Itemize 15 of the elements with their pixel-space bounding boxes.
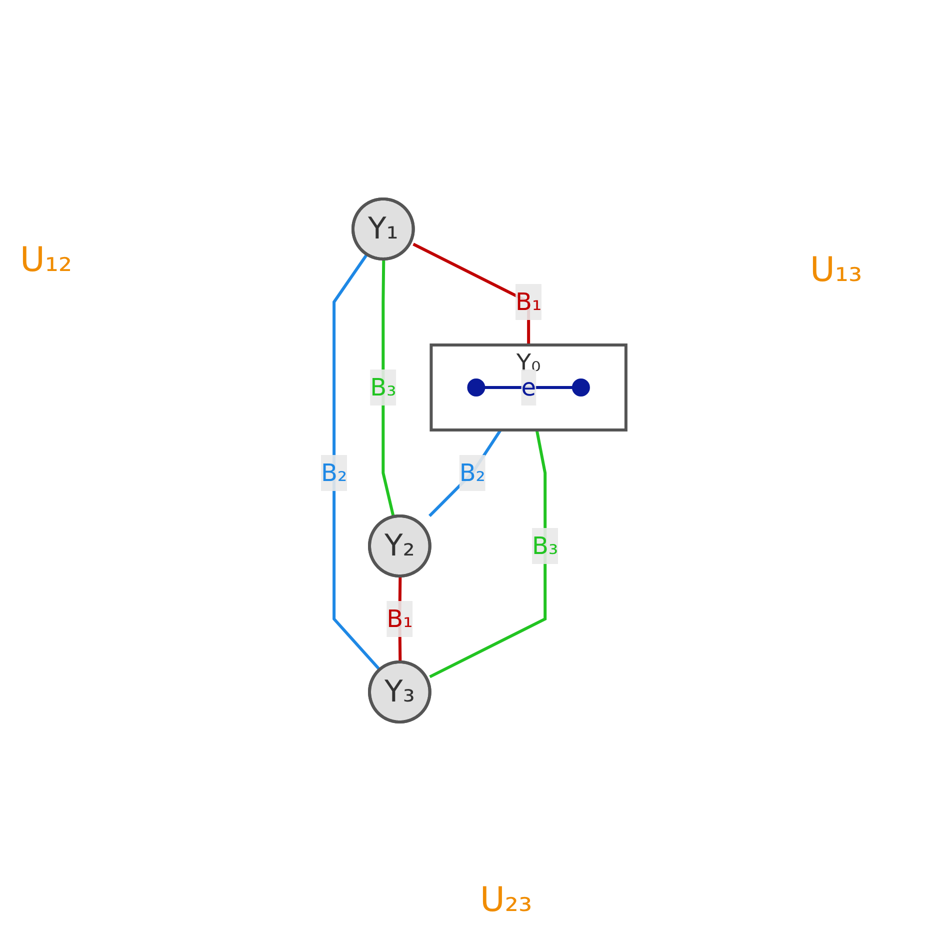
edge-label: B₃ <box>532 531 558 560</box>
edge-label: B₃ <box>370 373 396 402</box>
node-circle <box>467 378 486 396</box>
edge-label: B₂ <box>459 458 486 486</box>
set-label: U₂₃ <box>480 880 532 920</box>
set-label: U₁₂ <box>20 240 72 280</box>
set-label: U₁₃ <box>810 250 862 290</box>
connector <box>332 253 382 671</box>
edge-label: B₁ <box>386 604 413 632</box>
edge-label: e <box>521 373 536 402</box>
edge-label: B₂ <box>321 458 348 486</box>
edge-label: B₁ <box>516 288 542 316</box>
connector <box>428 428 502 517</box>
connector <box>429 429 547 678</box>
node-circle <box>572 378 590 396</box>
